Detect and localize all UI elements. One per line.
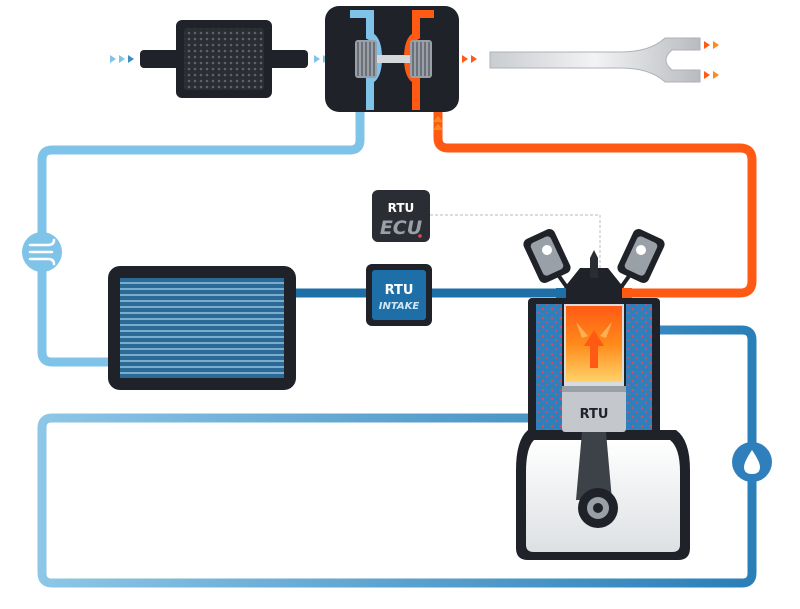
- airflow-icon: [22, 232, 62, 272]
- coolant-return-pipe: [37, 325, 757, 588]
- exhaust-valve: [610, 229, 665, 302]
- ecu-signal-line: [430, 214, 601, 270]
- piston-brand-label: RTU: [580, 407, 609, 422]
- exhaust-pipe: [433, 112, 757, 298]
- coolant-drop-icon: [732, 442, 772, 482]
- ecu-brand-label: RTU: [388, 201, 415, 215]
- rtu-intake-module: RTU INTAKE: [366, 264, 432, 326]
- spark-plug: [590, 250, 598, 278]
- cold-air-pipe: [37, 112, 365, 367]
- combustion-icon: [576, 322, 612, 368]
- ecu-unit-label: ECU: [380, 217, 423, 239]
- intercooler: [108, 266, 296, 390]
- turbocharger: [325, 6, 459, 130]
- engine: RTU: [516, 229, 690, 560]
- flow-arrow-icon: [110, 55, 134, 63]
- intake-brand-label: RTU: [385, 283, 414, 298]
- intake-valve: [523, 229, 578, 302]
- air-filter: [140, 20, 308, 98]
- flow-arrow-icon: [462, 55, 477, 63]
- intake-unit-label: INTAKE: [379, 301, 420, 312]
- exhaust-tailpipe: [489, 37, 719, 83]
- rtu-ecu-module: RTU ECU: [372, 190, 430, 242]
